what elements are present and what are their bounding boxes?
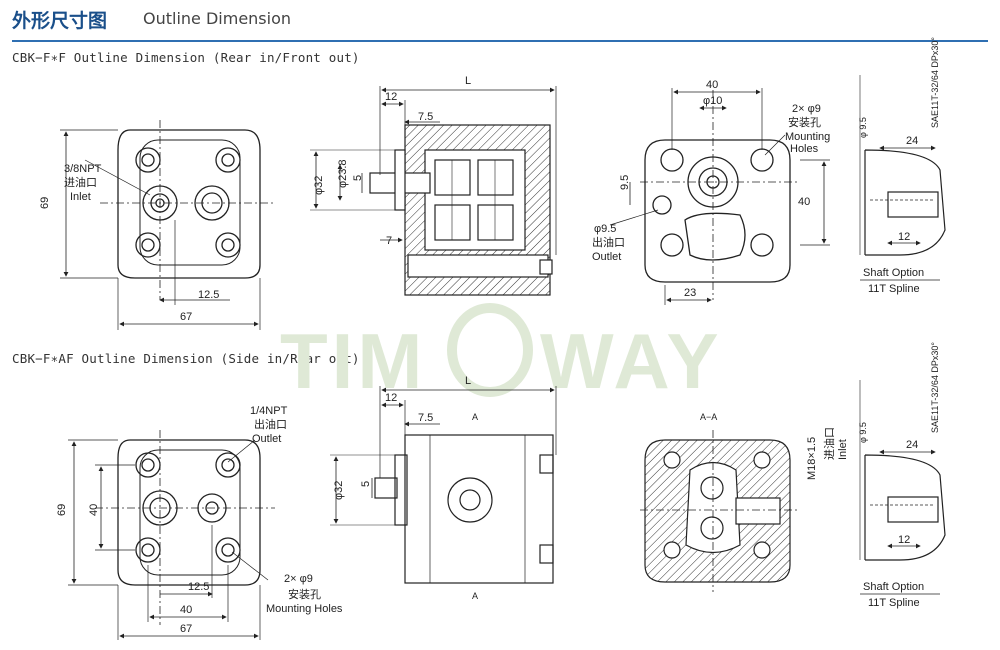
r1-holes: 2× φ9 [792, 103, 821, 115]
r1-d95: 9.5 [619, 175, 631, 190]
sh1-cap1: Shaft Option [863, 267, 924, 279]
sh2-phi95: φ 9.5 [858, 422, 868, 443]
r1-out-en: Outlet [592, 251, 621, 263]
f2-dim-off: 12.5 [188, 581, 209, 593]
sh1-d12: 12 [898, 231, 910, 243]
f2-holes-cn: 安装孔 [288, 587, 321, 601]
s1-d7: 7 [386, 235, 392, 247]
rear-view-1 [609, 88, 830, 305]
f1-port-cn: 进油口 [64, 175, 97, 189]
s2-secA2: A [472, 591, 478, 601]
s2-d5: 5 [360, 481, 372, 487]
f2-port-npt: 1/4NPT [250, 405, 288, 417]
f2-dim-w2: 40 [180, 604, 192, 616]
r1-phi95: φ9.5 [594, 223, 616, 235]
f2-dim-h: 69 [56, 504, 68, 516]
sh2-cap1: Shaft Option [863, 581, 924, 593]
s1-d75: 7.5 [418, 111, 433, 123]
r1-holes-cn: 安装孔 [788, 115, 821, 129]
sh1-spec: SAE11T-32/64 DPx30° [930, 37, 940, 128]
s2-phi32: φ32 [333, 481, 345, 500]
f1-dim-off: 12.5 [198, 289, 219, 301]
sh2-d24: 24 [906, 439, 918, 451]
s1-d5: 5 [352, 175, 364, 181]
f2-dim-w: 67 [180, 623, 192, 635]
title-cn: 外形尺寸图 [12, 10, 108, 32]
sh2-d12: 12 [898, 534, 910, 546]
page-header: 外形尺寸图 Outline Dimension [12, 6, 988, 42]
s2-secA: A [472, 412, 478, 422]
f1-dim-h: 69 [39, 197, 51, 209]
title-en: Outline Dimension [143, 9, 292, 28]
side-view-2 [330, 386, 557, 584]
r1-holes-en2: Holes [790, 143, 819, 155]
f2-port-en: Outlet [252, 433, 281, 445]
r1-d23: 23 [684, 287, 696, 299]
aa-in-cn: 进油口 [822, 427, 836, 460]
section-2-title: CBK−F∗AF Outline Dimension (Side in/Rear… [12, 351, 360, 366]
front-view-2 [68, 430, 275, 640]
front-view-1 [60, 120, 275, 330]
r1-holes-en1: Mounting [785, 131, 830, 143]
shaft-view-1 [859, 75, 946, 281]
f2-holes-en: Mounting Holes [266, 603, 343, 615]
aa-in-en: Inlet [837, 439, 849, 460]
s2-d75: 7.5 [418, 412, 433, 424]
f1-port-npt: 3/8NPT [64, 163, 102, 175]
aa-m18: M18×1.5 [806, 437, 818, 480]
f2-holes: 2× φ9 [284, 573, 313, 585]
svg-text:TIM: TIM [280, 317, 426, 405]
r1-out-cn: 出油口 [592, 235, 625, 249]
f1-port-en: Inlet [70, 191, 91, 203]
svg-text:WAY: WAY [540, 317, 723, 405]
section-aa-view [640, 430, 800, 592]
sh1-d24: 24 [906, 135, 918, 147]
side-view-1 [310, 86, 557, 296]
s2-L: L [465, 375, 471, 387]
sh1-phi95: φ 9.5 [858, 117, 868, 138]
s1-phi238: φ23.8 [337, 159, 349, 188]
header-rule [12, 40, 988, 42]
shaft-view-2 [859, 380, 946, 595]
s2-d12: 12 [385, 392, 397, 404]
watermark: TIM WAY [280, 303, 723, 405]
r1-phi10: φ10 [703, 95, 722, 107]
aa-label: A−A [700, 412, 717, 422]
sh2-spec: SAE11T-32/64 DPx30° [930, 342, 940, 433]
s1-phi32: φ32 [313, 176, 325, 195]
f2-dim-h2: 40 [88, 504, 100, 516]
sh2-cap2: 11T Spline [868, 597, 920, 609]
s1-L: L [465, 75, 471, 87]
s1-d12: 12 [385, 91, 397, 103]
f2-port-cn: 出油口 [254, 417, 287, 431]
r1-d40v: 40 [798, 196, 810, 208]
section-1-title: CBK−F∗F Outline Dimension (Rear in/Front… [12, 50, 360, 65]
sh1-cap2: 11T Spline [868, 283, 920, 295]
f1-dim-w: 67 [180, 311, 192, 323]
r1-d40: 40 [706, 79, 718, 91]
